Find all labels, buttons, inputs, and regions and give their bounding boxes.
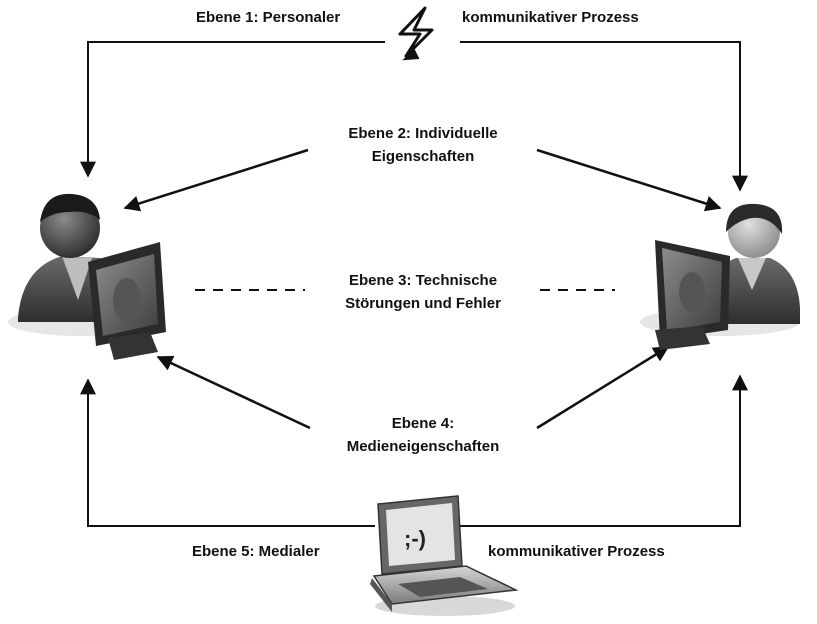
level4-label-line1: Ebene 4: <box>392 415 455 432</box>
level4-arrows <box>156 345 670 430</box>
right-user-at-computer-icon <box>640 203 800 350</box>
level5-label-left: Ebene 5: Medialer <box>192 543 320 560</box>
level2-label-line2: Eigenschaften <box>372 148 475 165</box>
level2-label-line1: Ebene 2: Individuelle <box>348 125 497 142</box>
laptop-icon: ;-) <box>370 495 519 616</box>
level3-label-line2: Störungen und Fehler <box>345 295 501 312</box>
level1-connector <box>80 41 748 192</box>
left-user-at-computer-icon <box>8 193 166 360</box>
laptop-screen-emoticon: ;-) <box>404 526 426 551</box>
level1-label-right: kommunikativer Prozess <box>462 9 639 26</box>
lightning-bolt-icon <box>398 6 434 61</box>
level3-label-line1: Ebene 3: Technische <box>349 272 497 289</box>
level4-label-line2: Medieneigenschaften <box>347 438 500 455</box>
level5-connector <box>80 374 748 527</box>
level2-arrows <box>123 148 722 212</box>
level5-label-right: kommunikativer Prozess <box>488 543 665 560</box>
level1-label-left: Ebene 1: Personaler <box>196 9 340 26</box>
